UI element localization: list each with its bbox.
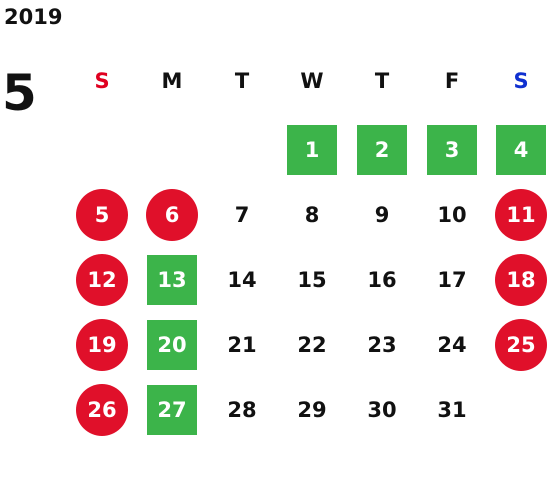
day-number: 22 [297,333,327,357]
day-number: 27 [157,398,187,422]
day-number: 9 [374,203,390,227]
day-number: 17 [437,268,467,292]
day-number: 20 [157,333,187,357]
day-cell-13: 13 [145,253,199,307]
day-number: 13 [157,268,187,292]
day-number: 1 [304,138,320,162]
weekday-label-sunday: S [94,69,110,93]
day-cell-19: 19 [75,318,129,372]
day-cell-27: 27 [145,383,199,437]
weekday-label-wednesday: W [300,69,324,93]
day-number: 25 [506,333,536,357]
day-number: 29 [297,398,327,422]
weekday-label-thursday: T [374,69,390,93]
day-cell-18: 18 [494,253,548,307]
day-number: 18 [506,268,536,292]
day-cell-21: 21 [215,318,269,372]
day-cell-9: 9 [355,188,409,242]
day-cell-23: 23 [355,318,409,372]
day-cell-11: 11 [494,188,548,242]
day-cell-29: 29 [285,383,339,437]
day-number: 28 [227,398,257,422]
day-number: 31 [437,398,467,422]
day-cell-5: 5 [75,188,129,242]
day-number: 30 [367,398,397,422]
day-number: 10 [437,203,467,227]
day-cell-4: 4 [494,123,548,177]
day-number: 5 [94,203,110,227]
day-cell-14: 14 [215,253,269,307]
day-cell-31: 31 [425,383,479,437]
day-number: 7 [234,203,250,227]
day-cell-22: 22 [285,318,339,372]
day-cell-30: 30 [355,383,409,437]
day-number: 19 [87,333,117,357]
day-number: 4 [513,138,529,162]
day-cell-8: 8 [285,188,339,242]
day-number: 2 [374,138,390,162]
day-cell-26: 26 [75,383,129,437]
day-number: 15 [297,268,327,292]
day-number: 12 [87,268,117,292]
weekday-label-monday: M [161,69,183,93]
day-number: 11 [506,203,536,227]
day-cell-24: 24 [425,318,479,372]
day-number: 24 [437,333,467,357]
day-number: 8 [304,203,320,227]
day-number: 6 [164,203,180,227]
day-cell-28: 28 [215,383,269,437]
day-cell-12: 12 [75,253,129,307]
day-number: 16 [367,268,397,292]
day-number: 23 [367,333,397,357]
day-cell-20: 20 [145,318,199,372]
day-number: 3 [444,138,460,162]
day-number: 14 [227,268,257,292]
weekday-label-tuesday: T [234,69,250,93]
calendar-month: 5 [2,64,37,122]
day-cell-6: 6 [145,188,199,242]
day-cell-17: 17 [425,253,479,307]
day-cell-3: 3 [425,123,479,177]
day-cell-25: 25 [494,318,548,372]
day-cell-1: 1 [285,123,339,177]
day-number: 26 [87,398,117,422]
day-cell-16: 16 [355,253,409,307]
calendar-year: 2019 [4,5,63,29]
day-cell-10: 10 [425,188,479,242]
weekday-label-saturday: S [513,69,529,93]
weekday-label-friday: F [444,69,460,93]
day-cell-2: 2 [355,123,409,177]
day-cell-7: 7 [215,188,269,242]
day-cell-15: 15 [285,253,339,307]
day-number: 21 [227,333,257,357]
